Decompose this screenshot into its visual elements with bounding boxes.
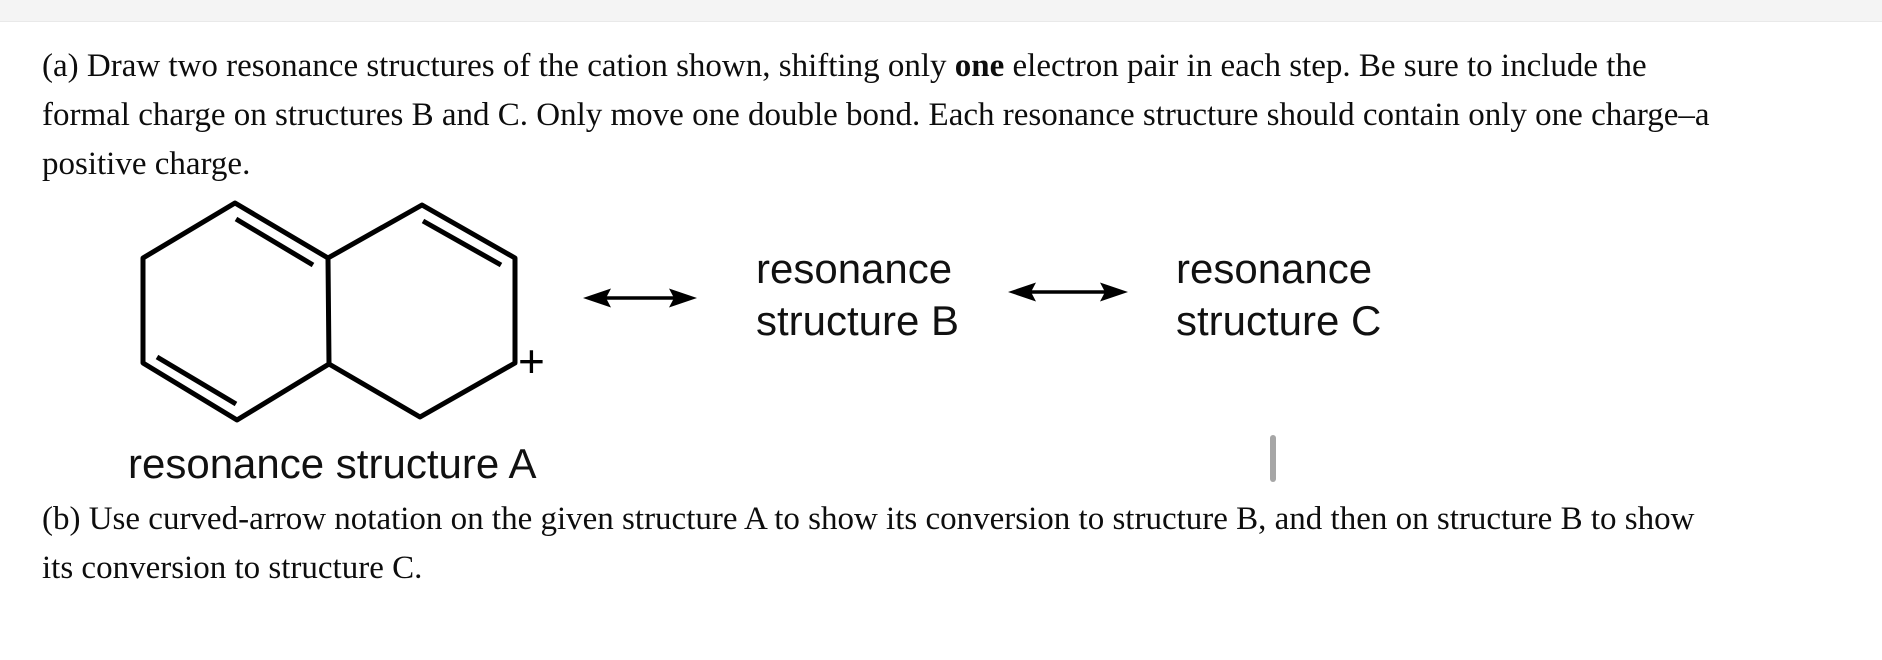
structure-b-label-line2: structure B <box>756 297 960 344</box>
cation-structure-drawing: + <box>140 200 545 423</box>
part-a-line-2: formal charge on structures B and C. Onl… <box>42 97 1710 133</box>
part-a-line-1-bold-word: one <box>954 48 1005 84</box>
structure-c-label-line1: resonance <box>1176 245 1373 292</box>
structure-b-label: resonance structure B <box>756 243 959 347</box>
arrowhead-right <box>669 288 697 308</box>
part-b-line-2: its conversion to structure C. <box>42 550 423 586</box>
part-b-line-1: (b) Use curved-arrow notation on the giv… <box>42 501 1695 537</box>
arrowhead-left <box>583 288 611 308</box>
resonance-arrow-right-icon <box>1008 282 1128 302</box>
part-a-line-3: positive charge. <box>42 146 251 182</box>
top-strip <box>0 0 1882 22</box>
structure-c-label: resonance structure C <box>1176 243 1381 347</box>
resonance-arrow-left-icon <box>583 288 697 308</box>
right-ring-bonds <box>326 202 518 420</box>
arrowhead-left <box>1008 282 1036 302</box>
problem-part-b-text: (b) Use curved-arrow notation on the giv… <box>42 495 1694 593</box>
positive-charge-symbol: + <box>518 335 545 387</box>
arrowhead-right <box>1100 282 1128 302</box>
left-ring-bonds <box>140 200 332 423</box>
part-a-line-1: (a) Draw two resonance structures of the… <box>42 42 1710 91</box>
part-a-line-1-post: electron pair in each step. Be sure to i… <box>1004 48 1647 84</box>
double-bond-left-ring-bottom-icon <box>155 354 238 407</box>
part-a-line-1-pre: (a) Draw two resonance structures of the… <box>42 48 955 84</box>
text-cursor <box>1270 435 1276 482</box>
double-bond-left-ring-top-icon <box>234 216 315 268</box>
structure-c-label-line2: structure C <box>1176 297 1382 344</box>
problem-part-a-text: (a) Draw two resonance structures of the… <box>42 42 1710 189</box>
double-bond-right-ring-top-icon <box>421 218 503 268</box>
structure-a-label: resonance structure A <box>128 440 537 487</box>
structure-b-label-line1: resonance <box>756 245 953 292</box>
